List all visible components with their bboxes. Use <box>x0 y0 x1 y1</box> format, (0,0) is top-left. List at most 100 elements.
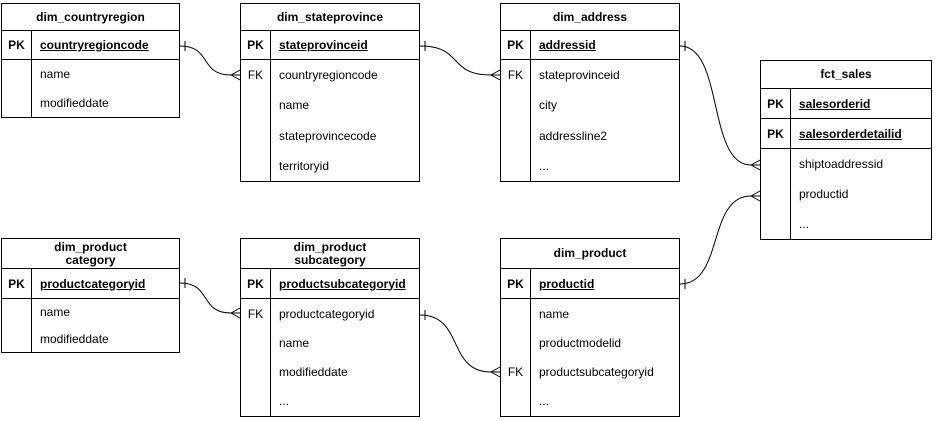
cardinality-many-crowfoot <box>750 190 761 202</box>
empty-key-cell <box>2 325 32 352</box>
pk-field-name: productsubcategoryid <box>279 276 406 291</box>
attribute-row: modifieddate <box>2 88 179 117</box>
field-name: name <box>279 335 310 350</box>
pk-row: PK countryregioncode <box>2 31 179 60</box>
table-title-line: dim_product <box>54 239 127 254</box>
pk-field-name: productid <box>539 276 595 291</box>
relationship-dim_stateprovince-dim_address[interactable] <box>419 41 501 81</box>
empty-key-cell <box>241 90 271 121</box>
pk-badge: PK <box>501 269 531 298</box>
pk-badge: PK <box>501 31 531 59</box>
attribute-row: ... <box>501 386 679 416</box>
empty-key-cell <box>761 179 791 209</box>
fk-badge: FK <box>501 60 531 91</box>
attribute-row: name <box>501 299 679 329</box>
empty-key-cell <box>501 90 531 121</box>
table-title: dim_stateprovince <box>241 4 419 31</box>
pk-field-name: countryregioncode <box>40 38 149 52</box>
attribute-row: name <box>241 90 419 121</box>
empty-key-cell <box>761 149 791 179</box>
empty-key-cell <box>241 386 271 416</box>
field-name: countryregioncode <box>279 68 378 83</box>
relationship-dim_countryregion-dim_stateprovince[interactable] <box>179 41 241 81</box>
table-title-line: category <box>65 252 116 267</box>
field-name: ... <box>799 217 810 231</box>
pk-field-name: salesorderdetailid <box>799 126 902 141</box>
pk-badge: PK <box>761 89 791 118</box>
field-name: ... <box>539 394 550 409</box>
field-name: modifieddate <box>40 95 109 110</box>
fk-badge: FK <box>241 299 271 329</box>
attribute-row: modifieddate <box>241 357 419 387</box>
connector-line <box>179 45 232 76</box>
empty-key-cell <box>241 150 271 181</box>
relationship-dim_product-fct_sales[interactable] <box>679 190 761 289</box>
attribute-row: ... <box>501 150 679 181</box>
empty-key-cell <box>2 60 32 89</box>
field-name: name <box>279 98 310 113</box>
connector-line <box>679 195 752 285</box>
connector-line <box>419 45 492 76</box>
attribute-row: FK stateprovinceid <box>501 60 679 91</box>
empty-key-cell <box>501 386 531 416</box>
empty-key-cell <box>501 150 531 181</box>
table-title-line: dim_stateprovince <box>276 9 384 24</box>
pk-row: PK salesorderid <box>761 89 931 119</box>
attribute-section: shiptoaddressid productid... <box>761 149 931 239</box>
attribute-row: productmodelid <box>501 328 679 358</box>
table-title: dim_product <box>501 239 679 269</box>
attribute-row: name <box>241 328 419 358</box>
attribute-row: shiptoaddressid <box>761 149 931 179</box>
attribute-row: name <box>2 299 179 326</box>
table-title-line: dim_address <box>552 9 628 24</box>
relationship-dim_address-fct_sales[interactable] <box>679 41 761 171</box>
empty-key-cell <box>501 299 531 329</box>
field-name: stateprovinceid <box>539 68 620 83</box>
table-title: dim_countryregion <box>2 4 179 31</box>
pk-badge: PK <box>241 269 271 298</box>
field-name: shiptoaddressid <box>799 157 884 171</box>
empty-key-cell <box>501 328 531 358</box>
fk-badge: FK <box>501 357 531 387</box>
table-title-line: dim_countryregion <box>36 9 145 24</box>
field-name: name <box>539 306 570 321</box>
connector-line <box>179 282 232 314</box>
cardinality-many-crowfoot <box>230 307 241 319</box>
field-name: modifieddate <box>279 365 348 380</box>
cardinality-many-crowfoot <box>230 69 241 81</box>
table-title-line: dim_product <box>293 239 367 254</box>
connector-line <box>419 314 492 373</box>
pk-field-name: salesorderid <box>799 96 871 111</box>
empty-key-cell <box>2 299 32 326</box>
field-name: productid <box>799 187 849 201</box>
pk-field-name: stateprovinceid <box>279 38 368 52</box>
empty-key-cell <box>241 357 271 387</box>
relationship-dim_productcategory-dim_productsubcategory[interactable] <box>179 278 241 319</box>
pk-badge: PK <box>761 119 791 148</box>
cardinality-many-crowfoot <box>490 69 501 81</box>
pk-badge: PK <box>2 31 32 59</box>
field-name: stateprovincecode <box>279 128 377 143</box>
field-name: addressline2 <box>539 128 608 143</box>
relationship-dim_productsubcategory-dim_product[interactable] <box>419 310 501 378</box>
table-title: fct_sales <box>761 61 931 89</box>
empty-key-cell <box>241 120 271 151</box>
table-title-line: dim_product <box>553 246 627 260</box>
